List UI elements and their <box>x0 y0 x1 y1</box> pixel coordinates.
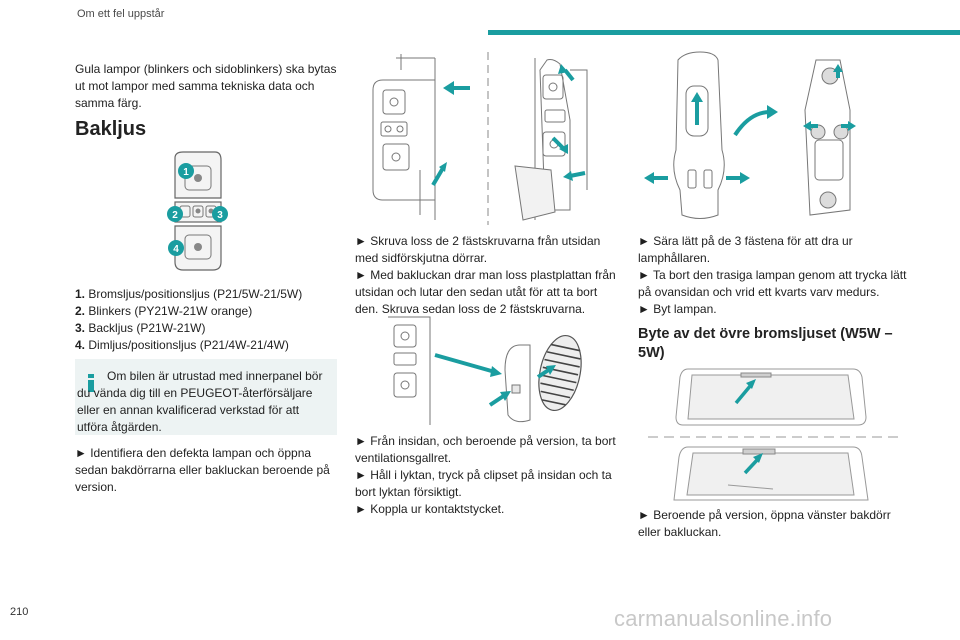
page-number: 210 <box>10 606 29 618</box>
bulb-list-item: 1. Bromsljus/positionsljus (P21/5W-21/5W… <box>75 287 303 301</box>
watermark: carmanualsonline.info <box>614 606 833 631</box>
bulb-list-item: 4. Dimljus/positionsljus (P21/4W-21/4W) <box>75 338 289 352</box>
running-header: Om ett fel uppstår <box>77 8 165 20</box>
taillight-screw-figure <box>372 52 588 225</box>
diagram-label-3: 3 <box>217 210 223 221</box>
section-heading-bakljus: Bakljus <box>75 118 147 140</box>
bulb-list: 1. Bromsljus/positionsljus (P21/5W-21/5W… <box>75 286 337 354</box>
step-identify: ► Identifiera den defekta lampan och öpp… <box>75 446 330 494</box>
info-note-text: Om bilen är utrustad med innerpanel bör … <box>77 369 323 434</box>
step-open-door: ► Beroende på version, öppna vänster bak… <box>638 508 891 539</box>
step-screws: ► Skruva loss de 2 fästskruvarna från ut… <box>355 234 616 316</box>
bulb-list-item: 2. Blinkers (PY21W-21W orange) <box>75 304 253 318</box>
header-accent-bar <box>488 30 960 35</box>
ventilation-grille-figure <box>388 316 582 425</box>
step-bulb-change: ► Sära lätt på de 3 fästena för att dra … <box>638 234 907 316</box>
bulb-list-item: 3. Backljus (P21W-21W) <box>75 321 206 335</box>
info-icon <box>88 374 94 392</box>
step-remove-lamp: ► Från insidan, och beroende på version,… <box>355 434 616 516</box>
diagram-label-2: 2 <box>172 210 178 221</box>
section-heading-brake-light: Byte av det övre bromsljuset (W5W – 5W) <box>638 326 893 361</box>
diagram-label-1: 1 <box>183 167 189 178</box>
upper-brake-light-figure <box>648 368 898 501</box>
intro-paragraph: Gula lampor (blinkers och sidoblinkers) … <box>75 62 337 110</box>
info-note-box <box>75 359 337 435</box>
taillight-bulb-diagram: 1 2 3 4 <box>167 151 228 271</box>
diagram-label-4: 4 <box>173 244 179 255</box>
lamp-holder-figure <box>644 51 856 219</box>
